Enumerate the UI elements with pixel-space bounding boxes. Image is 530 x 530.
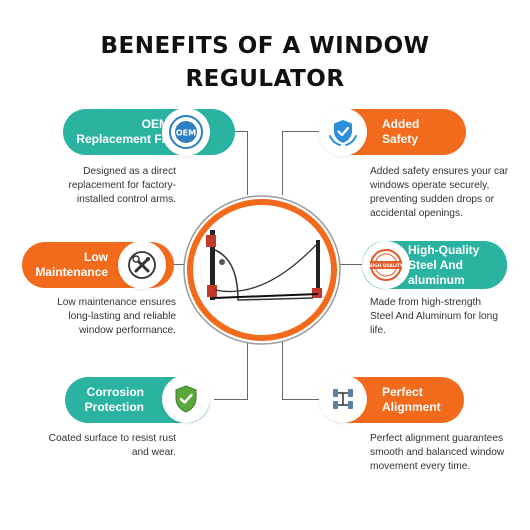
connector-line xyxy=(334,264,364,265)
benefit-maintenance-description: Low maintenance ensures long-lasting and… xyxy=(40,296,176,338)
connector-line xyxy=(282,131,324,132)
benefit-safety-title-line: Added xyxy=(382,117,420,131)
benefit-alignment-title-line: Perfect xyxy=(382,385,423,399)
benefit-oem-title-line: Replacement Fit xyxy=(76,132,169,146)
desc-line: Steel And Aluminum for long xyxy=(370,311,498,322)
high-quality-stamp-text: HIGH QUALITY xyxy=(369,263,404,268)
connector-line xyxy=(282,131,283,195)
oem-seal-text: OEM xyxy=(176,129,196,138)
desc-line: window performance. xyxy=(79,325,176,336)
benefit-safety-title-line: Safety xyxy=(382,132,419,146)
desc-line: replacement for factory- xyxy=(68,180,176,191)
desc-line: Low maintenance ensures xyxy=(57,297,176,308)
benefit-maintenance-title-line: Low xyxy=(84,250,108,264)
desc-line: accidental openings. xyxy=(370,208,463,219)
desc-line: and wear. xyxy=(131,447,176,458)
benefit-oem-description: Designed as a direct replacement for fac… xyxy=(44,165,176,207)
desc-line: smooth and balanced window xyxy=(370,447,505,458)
desc-line: long-lasting and reliable xyxy=(68,311,176,322)
benefit-corrosion-title-line: Protection xyxy=(84,400,144,414)
desc-line: Perfect alignment guarantees xyxy=(370,433,504,444)
benefit-oem-title-line: OEM xyxy=(141,117,169,131)
desc-line: Added safety ensures your car xyxy=(370,166,509,177)
title-line-2: REGULATOR xyxy=(185,66,345,92)
desc-line: movement every time. xyxy=(370,461,471,472)
benefit-alignment-description: Perfect alignment guarantees smooth and … xyxy=(370,432,520,474)
benefit-quality-description: Made from high-strength Steel And Alumin… xyxy=(370,296,520,338)
shield-check-icon xyxy=(164,377,208,421)
benefit-alignment-title-line: Alignment xyxy=(382,400,441,414)
benefit-oem-pill: OEM Replacement Fit xyxy=(63,109,235,155)
desc-line: Designed as a direct xyxy=(83,166,176,177)
benefit-quality-title-line: Steel And xyxy=(408,257,463,272)
wrench-screwdriver-icon xyxy=(120,243,164,287)
shield-hands-icon xyxy=(321,110,365,154)
benefit-corrosion-description: Coated surface to resist rust and wear. xyxy=(36,432,176,460)
benefit-quality-title-line: aluminum xyxy=(408,272,465,287)
oem-seal-icon: OEM xyxy=(164,110,208,154)
desc-line: installed control arms. xyxy=(76,194,176,205)
desc-line: life. xyxy=(370,325,386,336)
benefit-safety-description: Added safety ensures your car windows op… xyxy=(370,165,520,221)
window-regulator-image xyxy=(178,190,346,350)
connector-line xyxy=(172,264,194,265)
desc-line: Coated surface to resist rust xyxy=(48,433,176,444)
desc-line: preventing sudden drops or xyxy=(370,194,495,205)
high-quality-stamp-icon: HIGH QUALITY xyxy=(364,243,408,287)
benefit-maintenance-title-line: Maintenance xyxy=(35,265,108,279)
page-title: BENEFITS OF A WINDOW REGULATOR xyxy=(0,30,530,96)
benefit-quality-title-line: High-Quality xyxy=(408,242,480,257)
wheel-alignment-icon xyxy=(321,377,365,421)
connector-line xyxy=(282,399,324,400)
connector-line xyxy=(247,340,248,400)
benefit-corrosion-title-line: Corrosion xyxy=(86,385,144,399)
desc-line: windows operate securely, xyxy=(370,180,490,191)
connector-line xyxy=(247,131,248,195)
desc-line: Made from high-strength xyxy=(370,297,481,308)
connector-line xyxy=(282,340,283,400)
title-line-1: BENEFITS OF A WINDOW xyxy=(100,33,430,59)
connector-line xyxy=(214,399,248,400)
